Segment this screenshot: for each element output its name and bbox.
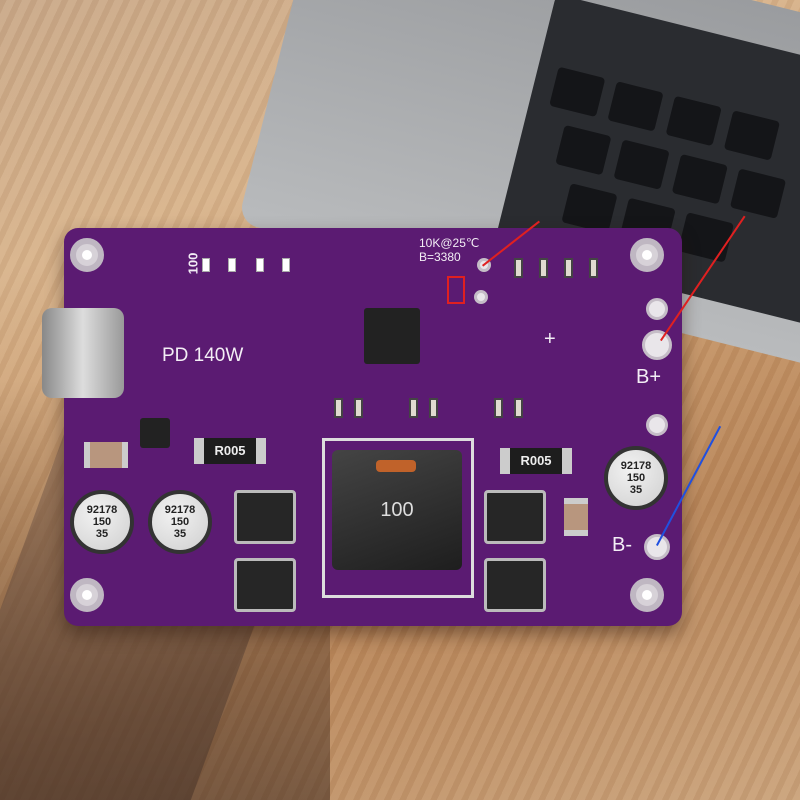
smd-resistor xyxy=(514,398,523,418)
mount-hole xyxy=(630,578,664,612)
thermistor-highlight xyxy=(447,276,465,304)
terminal-pad xyxy=(646,298,668,320)
usb-c-port xyxy=(42,308,124,398)
led-label: 100 xyxy=(185,252,201,275)
b-plus-pad xyxy=(642,330,672,360)
keyboard-key xyxy=(555,124,612,176)
plus-label: + xyxy=(544,328,556,350)
b-minus-label: B- xyxy=(612,534,632,556)
thermistor-beta-label: B=3380 xyxy=(419,250,461,264)
keyboard-key xyxy=(607,81,664,132)
cap-text: 35 xyxy=(173,528,187,540)
smd-resistor xyxy=(429,398,438,418)
power-label: PD 140W xyxy=(162,345,244,366)
keyboard-key xyxy=(613,139,670,190)
cap-text: 35 xyxy=(95,528,109,540)
b-plus-label: B+ xyxy=(636,366,662,388)
mount-hole xyxy=(70,578,104,612)
keyboard-key xyxy=(561,183,618,234)
led xyxy=(228,258,236,272)
controller-ic xyxy=(364,308,420,364)
ceramic-capacitor xyxy=(564,498,588,536)
cap-text: 92178 xyxy=(86,504,118,516)
mosfet xyxy=(234,558,296,612)
shunt-resistor-right: R005 xyxy=(500,448,572,474)
smd-resistor xyxy=(334,398,343,418)
mount-hole xyxy=(70,238,104,272)
cap-text: 150 xyxy=(92,516,112,528)
inductor-winding xyxy=(376,460,416,472)
keyboard-key xyxy=(549,66,606,118)
inductor-outline xyxy=(322,438,474,598)
led xyxy=(202,258,210,272)
keyboard-key xyxy=(665,95,722,147)
cap-text: 150 xyxy=(626,472,646,484)
smd-resistor xyxy=(539,258,548,278)
mount-hole xyxy=(630,238,664,272)
smd-resistor xyxy=(494,398,503,418)
led xyxy=(256,258,264,272)
smd-resistor xyxy=(354,398,363,418)
shunt-resistor-left: R005 xyxy=(194,438,266,464)
b-minus-pad xyxy=(644,534,670,560)
thermistor-pad xyxy=(474,290,488,304)
cap-text: 92178 xyxy=(620,460,652,472)
mosfet xyxy=(484,558,546,612)
terminal-pad xyxy=(646,414,668,436)
led xyxy=(282,258,290,272)
keyboard-key xyxy=(671,153,728,205)
thermistor-label: 10K@25℃ xyxy=(419,236,480,250)
ceramic-capacitor xyxy=(84,442,128,468)
smd-resistor xyxy=(514,258,523,278)
mosfet xyxy=(234,490,296,544)
smd-resistor xyxy=(589,258,598,278)
cap-text: 92178 xyxy=(164,504,196,516)
small-ic xyxy=(140,418,170,448)
keyboard-key xyxy=(677,212,735,263)
pcb-board: 100 10K@25℃ B=3380 PD 140W R005 R005 100… xyxy=(42,228,682,626)
keyboard-key xyxy=(723,110,781,161)
cap-text: 35 xyxy=(629,484,643,496)
smd-resistor xyxy=(564,258,573,278)
keyboard-key xyxy=(729,168,787,219)
mosfet xyxy=(484,490,546,544)
cap-text: 150 xyxy=(170,516,190,528)
smd-resistor xyxy=(409,398,418,418)
